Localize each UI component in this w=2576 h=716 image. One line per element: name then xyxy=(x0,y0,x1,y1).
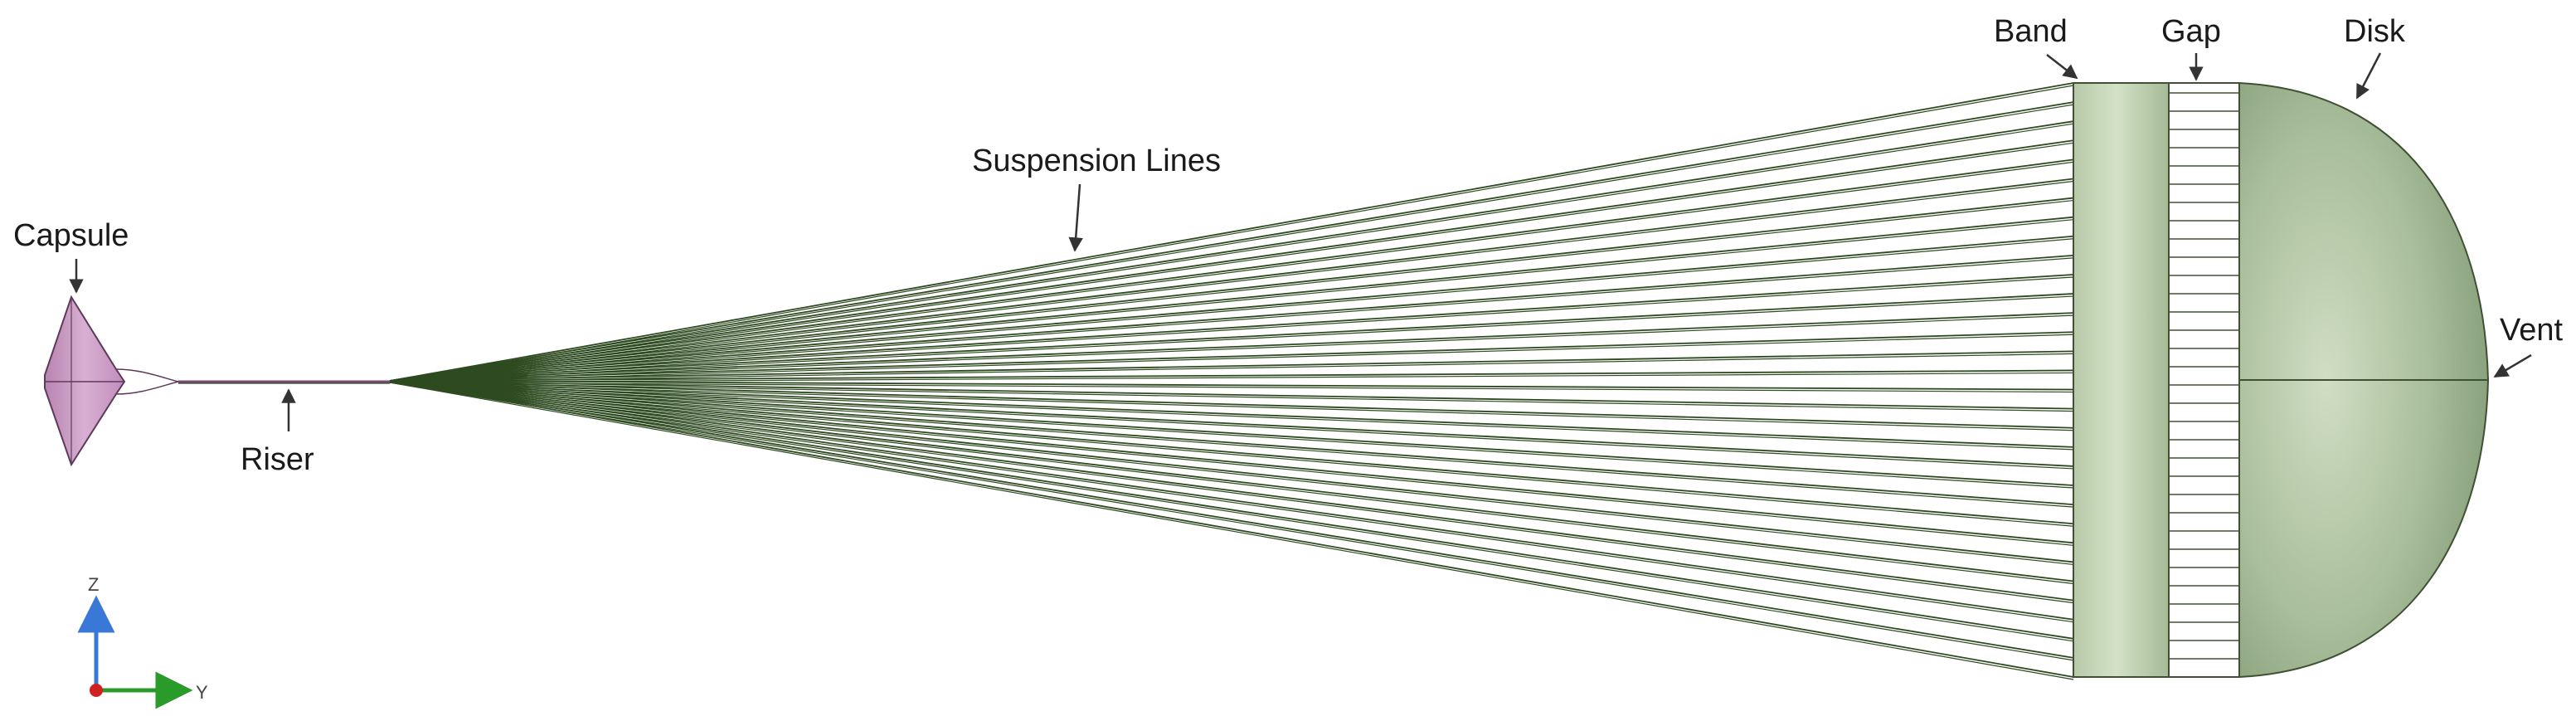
band xyxy=(2073,82,2170,678)
suspension-line xyxy=(389,380,2074,582)
suspension-line xyxy=(389,380,2074,429)
suspension-line xyxy=(389,380,2074,448)
vent-label: Vent xyxy=(2500,313,2564,348)
band-callout-arrow xyxy=(2046,54,2078,80)
suspension-line xyxy=(389,257,2074,383)
suspension-line xyxy=(389,380,2074,486)
suspension-line xyxy=(389,312,2074,382)
suspension-line xyxy=(389,382,2074,451)
disk-callout-arrow xyxy=(2355,52,2382,100)
suspension-line xyxy=(389,382,2074,470)
suspension-line xyxy=(389,380,2074,391)
suspension-line xyxy=(389,369,2074,382)
disk-label: Disk xyxy=(2344,14,2406,49)
suspension-line xyxy=(389,101,2074,382)
band-label: Band xyxy=(1994,14,2068,49)
suspension-line xyxy=(389,104,2074,383)
suspension-line xyxy=(389,382,2074,623)
suspension-line xyxy=(389,142,2074,383)
suspension-line xyxy=(389,380,2074,678)
suspension-line xyxy=(389,382,2074,527)
suspension-line xyxy=(389,161,2074,383)
suspension-line xyxy=(389,85,2074,383)
suspension-line xyxy=(389,293,2074,382)
suspension-line xyxy=(389,382,2074,566)
suspension-line xyxy=(389,235,2074,382)
riser-label: Riser xyxy=(241,442,314,477)
suspension-line xyxy=(389,382,2074,431)
axis-z-label: Z xyxy=(88,574,99,595)
xyz-axis-triad-icon: Z Y xyxy=(77,574,208,709)
suspension-line xyxy=(389,380,2074,659)
suspension-line xyxy=(389,334,2074,383)
suspension-line xyxy=(389,353,2074,383)
gap xyxy=(2168,82,2240,678)
suspension-lines-group xyxy=(389,82,2074,680)
suspension-line xyxy=(389,382,2074,508)
suspension-line xyxy=(389,254,2074,382)
suspension-line xyxy=(389,380,2074,410)
suspension-line xyxy=(389,382,2074,680)
suspension-line xyxy=(389,331,2074,382)
vent-callout-arrow xyxy=(2493,353,2532,378)
suspension-line xyxy=(389,372,2074,383)
suspension-line xyxy=(389,178,2074,382)
suspension-line xyxy=(389,219,2074,383)
suspension-line xyxy=(389,139,2074,382)
gap-label: Gap xyxy=(2161,14,2221,49)
suspension-line xyxy=(389,380,2074,525)
suspension-line xyxy=(389,199,2074,383)
suspension-line xyxy=(389,180,2074,383)
suspension-line xyxy=(389,216,2074,382)
suspension-line xyxy=(389,380,2074,563)
capsule-label: Capsule xyxy=(13,218,129,253)
suspension-line xyxy=(389,295,2074,383)
suspension-line xyxy=(389,382,2074,412)
capsule xyxy=(44,295,179,467)
suspension-line xyxy=(389,382,2074,489)
suspension-line xyxy=(389,382,2074,604)
suspension-line xyxy=(389,197,2074,382)
suspension-line xyxy=(389,380,2074,544)
suspension-line xyxy=(389,82,2074,382)
suspension-line xyxy=(389,380,2074,640)
suspension-line xyxy=(389,123,2074,383)
suspension-line xyxy=(389,380,2074,467)
suspension-line xyxy=(389,238,2074,383)
suspension-line xyxy=(389,382,2074,661)
suspension-line xyxy=(389,120,2074,382)
suspension-line xyxy=(389,274,2074,382)
suspension-lines-callout-arrow xyxy=(1068,183,1083,252)
suspension-line xyxy=(389,158,2074,382)
disk xyxy=(2238,81,2490,679)
suspension-line xyxy=(389,314,2074,383)
riser xyxy=(178,380,390,384)
axis-y-label: Y xyxy=(196,682,208,703)
suspension-lines-label: Suspension Lines xyxy=(972,144,1221,178)
suspension-line xyxy=(389,380,2074,602)
suspension-line xyxy=(389,382,2074,546)
suspension-line xyxy=(389,276,2074,383)
suspension-line xyxy=(389,382,2074,585)
suspension-line xyxy=(389,380,2074,506)
suspension-line xyxy=(389,382,2074,393)
suspension-line xyxy=(389,350,2074,382)
suspension-line xyxy=(389,380,2074,621)
suspension-line xyxy=(389,382,2074,642)
